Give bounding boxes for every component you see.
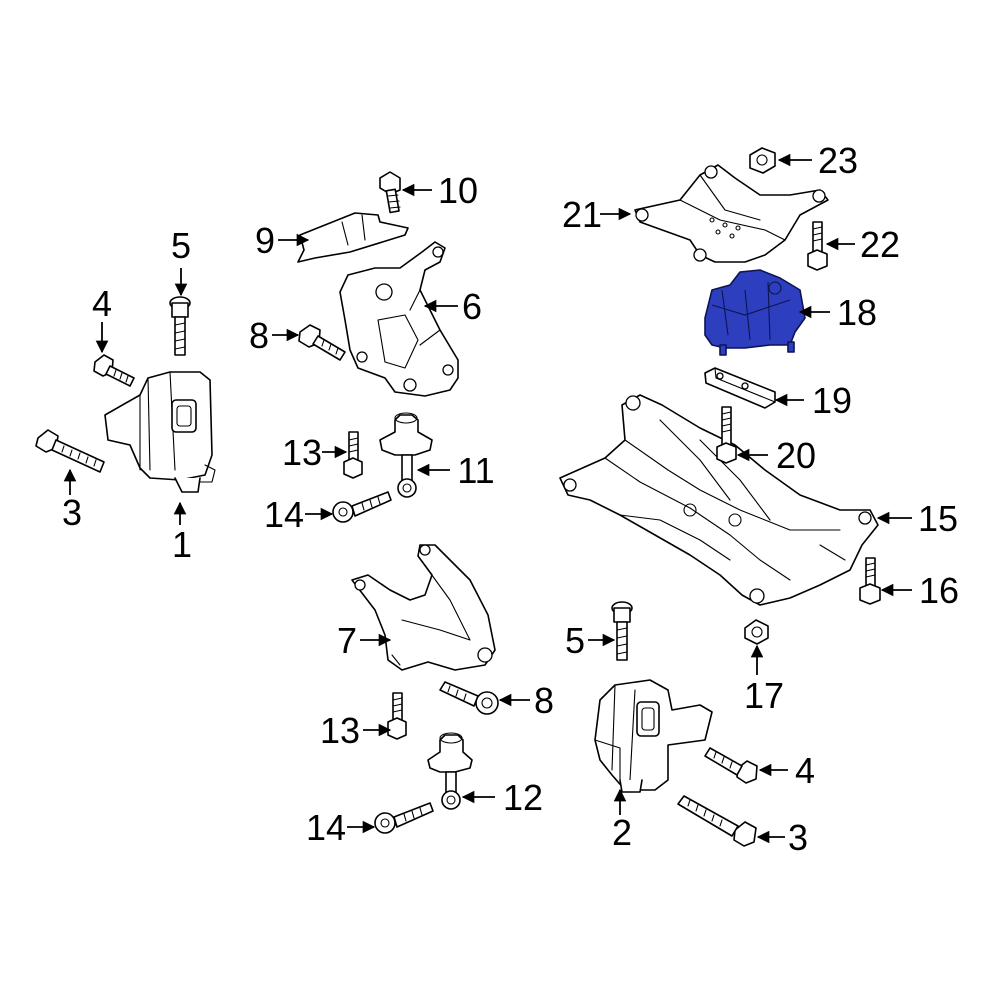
- callout-18: 18: [798, 292, 877, 333]
- callout-2: 2: [612, 788, 632, 853]
- bracket-7: [351, 544, 496, 671]
- callout-16: 16: [880, 570, 959, 611]
- callout-3-left-label: 3: [62, 492, 82, 533]
- callout-5-right: 5: [565, 620, 616, 661]
- transmission-mount-18: [704, 269, 806, 356]
- bolt-22: [807, 221, 828, 271]
- callout-4-right: 4: [758, 750, 815, 791]
- callout-6-label: 6: [462, 286, 482, 327]
- callout-8-lower: 8: [498, 680, 554, 721]
- crossmember-21: [634, 164, 829, 263]
- callout-23-label: 23: [818, 140, 858, 181]
- callout-14-upper-label: 14: [264, 494, 304, 535]
- callout-1: 1: [172, 501, 192, 565]
- bolt-10: [379, 171, 401, 214]
- bolt-8-lower: [439, 681, 499, 715]
- callout-11: 11: [416, 450, 495, 491]
- callout-4-left-label: 4: [92, 283, 112, 324]
- callout-22-label: 22: [860, 224, 900, 265]
- callout-21-label: 21: [562, 194, 602, 235]
- callout-18-label: 18: [837, 292, 877, 333]
- callout-8-lower-label: 8: [534, 680, 554, 721]
- callout-5-right-label: 5: [565, 620, 585, 661]
- callout-9: 9: [255, 220, 310, 261]
- bolt-13-lower: [387, 692, 407, 740]
- callout-17-label: 17: [744, 675, 784, 716]
- bolt-4-right: [704, 747, 758, 784]
- callout-22: 22: [825, 224, 900, 265]
- callout-7-label: 7: [337, 620, 357, 661]
- callout-3-right: 3: [756, 817, 808, 858]
- callout-14-lower-label: 14: [306, 807, 346, 848]
- callout-16-label: 16: [919, 570, 959, 611]
- engine-mount-left: [104, 371, 216, 493]
- callout-10-label: 10: [438, 170, 478, 211]
- callout-13-upper-label: 13: [282, 432, 322, 473]
- callout-1-label: 1: [172, 524, 192, 565]
- callout-3-left: 3: [62, 468, 82, 533]
- heat-shield-9: [297, 212, 409, 263]
- plate-19: [704, 367, 776, 409]
- callout-20: 20: [736, 435, 816, 476]
- callout-4-left: 4: [92, 283, 112, 354]
- subframe-15: [559, 394, 879, 606]
- callout-13-upper: 13: [282, 432, 348, 473]
- callout-12: 12: [461, 777, 543, 818]
- bolt-13-upper: [343, 431, 363, 479]
- callout-8-upper-label: 8: [249, 315, 269, 356]
- bolt-4-left: [93, 354, 135, 387]
- callout-23: 23: [777, 140, 858, 181]
- callout-10: 10: [401, 170, 478, 211]
- bolt-3-left: [35, 429, 105, 473]
- callout-6: 6: [423, 286, 482, 327]
- callout-14-upper: 14: [264, 494, 334, 535]
- callout-19: 19: [774, 380, 852, 421]
- callout-7: 7: [337, 620, 392, 661]
- callout-15: 15: [876, 498, 958, 539]
- link-12: [427, 732, 473, 810]
- engine-mount-right: [594, 679, 713, 793]
- bolt-8-upper: [298, 324, 346, 361]
- callout-11-label: 11: [457, 450, 494, 491]
- callout-12-label: 12: [503, 777, 543, 818]
- callout-9-label: 9: [255, 220, 275, 261]
- callout-4-right-label: 4: [795, 750, 815, 791]
- callout-2-label: 2: [612, 812, 632, 853]
- callout-5-left: 5: [171, 225, 191, 297]
- callout-17: 17: [744, 644, 784, 716]
- callout-19-label: 19: [812, 380, 852, 421]
- callout-8-upper: 8: [249, 315, 300, 356]
- nut-23: [749, 147, 776, 174]
- bolt-20: [716, 406, 737, 464]
- callout-20-label: 20: [776, 435, 816, 476]
- bolt-14-lower: [374, 802, 434, 834]
- bolt-3-right: [677, 795, 757, 847]
- bolt-14-upper: [332, 491, 392, 523]
- link-11: [379, 412, 433, 498]
- bolt-5-right: [611, 601, 633, 661]
- callout-13-lower-label: 13: [320, 710, 360, 751]
- callout-5-left-label: 5: [171, 225, 191, 266]
- nut-17: [744, 619, 769, 645]
- callout-21: 21: [562, 194, 632, 235]
- bolt-16: [859, 557, 881, 605]
- bolt-5-left: [169, 296, 191, 356]
- bracket-6: [339, 241, 459, 397]
- callout-14-lower: 14: [306, 807, 376, 848]
- callout-15-label: 15: [918, 498, 958, 539]
- callout-13-lower: 13: [320, 710, 392, 751]
- callout-3-right-label: 3: [788, 817, 808, 858]
